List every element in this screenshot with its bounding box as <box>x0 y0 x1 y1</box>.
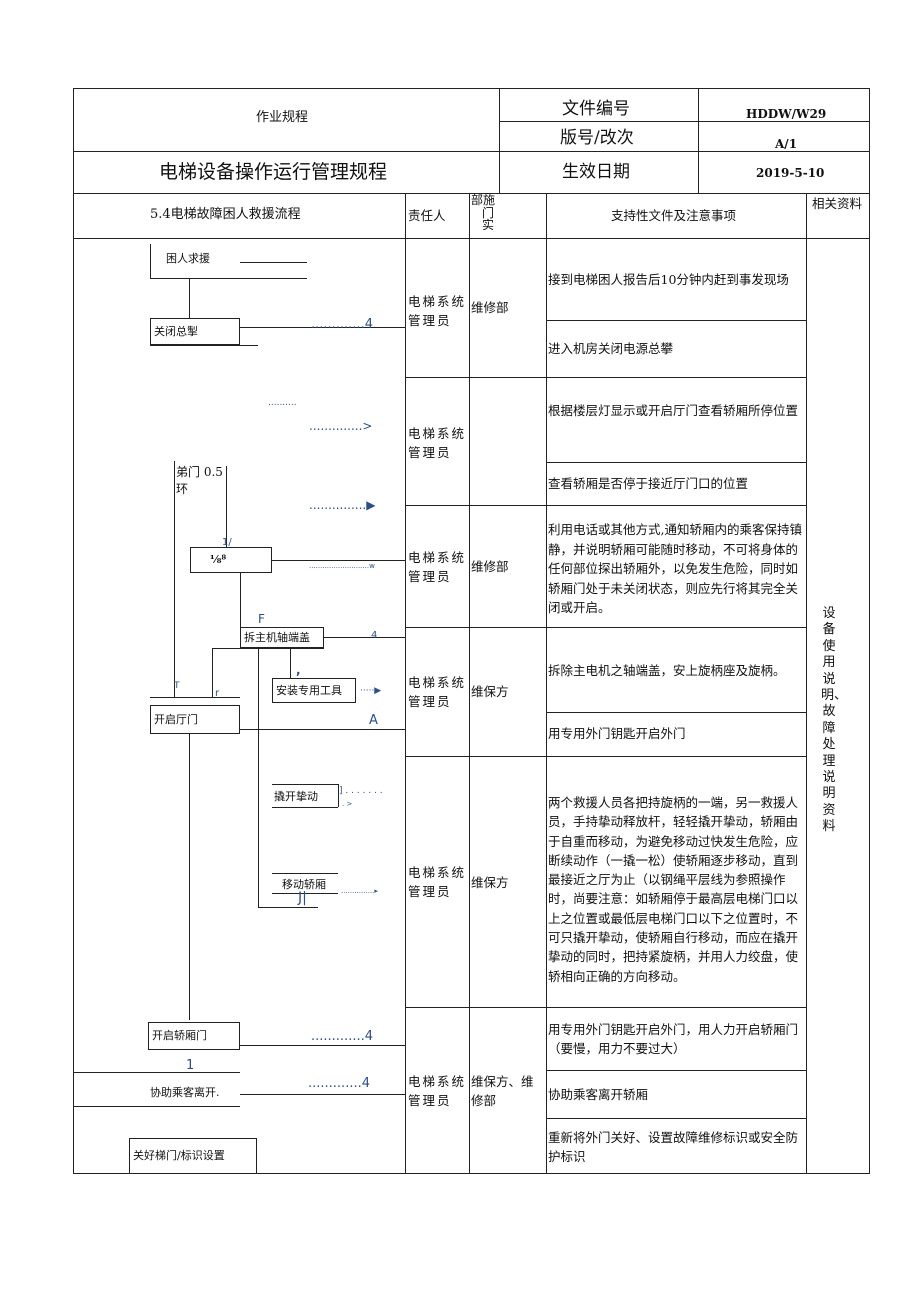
flow-dots-13: 1 <box>186 1058 195 1073</box>
row-4-dept: 维保方 <box>471 684 509 699</box>
flow-node-pry-brake: 撬开挚动 <box>274 790 318 803</box>
flow-node-install-tool: 安装专用工具 <box>272 678 356 703</box>
row-4-note-2: 用专用外门钥匙开启外门 <box>548 726 686 741</box>
date-value: 2019-5-10 <box>756 166 825 180</box>
flow-dots-9b: . > <box>342 800 353 808</box>
flow-node-help-passengers: 协助乘客离开. <box>150 1086 220 1099</box>
flow-dots-9: ] . . . . . . . <box>339 786 383 796</box>
version-value: A/1 <box>775 137 798 151</box>
related-header: 相关资料 <box>812 196 863 211</box>
flow-node-remove-cover: 拆主机轴端盖 <box>240 627 324 648</box>
row-1-responsible: 电梯系统管理员 <box>408 294 467 328</box>
flow-dots-3: ..............> <box>309 419 373 433</box>
row-5-responsible: 电梯系统管理员 <box>408 865 467 899</box>
responsible-header: 责任人 <box>408 208 446 223</box>
flow-tick-2: r <box>215 688 220 699</box>
flow-node-open-hall-door: 开启厅门 <box>150 705 240 734</box>
row-6-note-3: 重新将外门关好、设置故障维修标识或安全防护标识 <box>548 1130 799 1164</box>
date-label: 生效日期 <box>562 162 630 182</box>
flow-node-power-off: 关闭总掣 <box>150 318 240 345</box>
row-3-note-1: 利用电话或其他方式,通知轿厢内的乘客保持镇静，并说明轿厢可能随时移动，不可将身体… <box>548 522 802 615</box>
flow-node-move-car: 移动轿厢 <box>282 878 326 891</box>
dept-header-bot: 实 <box>482 218 495 232</box>
row-3-responsible: 电梯系统管理员 <box>408 550 467 584</box>
row-2-note-2: 查看轿厢是否停于接近厅门口的位置 <box>548 476 749 491</box>
process-header: 5.4电梯故障困人救援流程 <box>150 207 301 222</box>
flow-dots-12: .............4 <box>311 1029 373 1044</box>
flow-dots-10: ...............▸ <box>341 887 378 895</box>
flow-dots-5: ...........................w <box>309 562 375 570</box>
flow-mark-2: F <box>258 612 265 626</box>
flow-dots-7: ·····▶ <box>360 686 382 696</box>
dept-header-mid: 门 <box>482 206 495 220</box>
flow-node-open-car-door: 开启轿厢门 <box>148 1022 240 1050</box>
flow-dots-4: ...............▶ <box>309 498 376 512</box>
flow-dots-1: .............4 <box>311 317 373 332</box>
row-4-note-1: 拆除主电机之轴端盖，安上旋柄座及旋柄。 <box>548 663 786 678</box>
row-3-dept: 维修部 <box>471 559 509 574</box>
flow-node-notify: ⅛⁸ <box>190 547 272 573</box>
file-no-value: HDDW/W29 <box>746 107 827 121</box>
flow-dots-2: .......... <box>268 398 297 408</box>
row-1-note-1: 接到电梯困人报告后10分钟内赶到事发现场 <box>548 272 789 287</box>
page-title: 电梯设备操作运行管理规程 <box>159 161 388 183</box>
row-4-responsible: 电梯系统管理员 <box>408 675 467 709</box>
row-6-note-1: 用专用外门钥匙开启外门，用人力开启轿厢门（要慢，用力不要过大） <box>548 1022 799 1056</box>
flow-node-trapped: 困人求援 <box>166 252 210 265</box>
support-header: 支持性文件及注意事项 <box>611 208 737 223</box>
row-6-dept: 维保方、维修部 <box>471 1074 534 1108</box>
flow-mark-1: 1/ <box>222 537 232 548</box>
row-6-note-2: 协助乘客离开轿厢 <box>548 1087 649 1102</box>
flow-dots-8: A <box>369 713 378 728</box>
row-2-responsible: 电梯系统管理员 <box>408 426 467 460</box>
row-5-dept: 维保方 <box>471 875 509 890</box>
row-6-responsible: 电梯系统管理员 <box>408 1074 467 1108</box>
flow-node-close-door-sign: 关好梯门/标识设置 <box>129 1138 257 1174</box>
flow-tick-1: T <box>174 681 180 691</box>
flow-dots-6: 4 <box>371 630 378 641</box>
row-1-dept: 维修部 <box>471 300 509 315</box>
flow-tick-3: , <box>296 663 301 677</box>
flow-dots-11: J| <box>298 890 307 906</box>
flow-node-door-sub: 环 <box>176 482 189 496</box>
flow-dots-14: .............4 <box>308 1076 370 1091</box>
dept-header-top: 部施 <box>471 193 496 207</box>
flow-node-door: 弟门 0.5 <box>176 465 223 479</box>
related-material: 设备使用说明、故障处理说明资料 <box>821 606 848 835</box>
version-label: 版号/改次 <box>560 128 634 148</box>
row-2-note-1: 根据楼层灯显示或开启厅门查看轿厢所停位置 <box>548 403 799 418</box>
file-no-label: 文件编号 <box>562 99 630 119</box>
doc-type-label: 作业规程 <box>256 110 309 125</box>
row-1-note-2: 进入机房关闭电源总攀 <box>548 341 674 356</box>
row-5-note-1: 两个救援人员各把持旋柄的一端，另一救援人员，手持挚动释放杆，轻轻撬开挚动，轿厢由… <box>548 795 799 984</box>
